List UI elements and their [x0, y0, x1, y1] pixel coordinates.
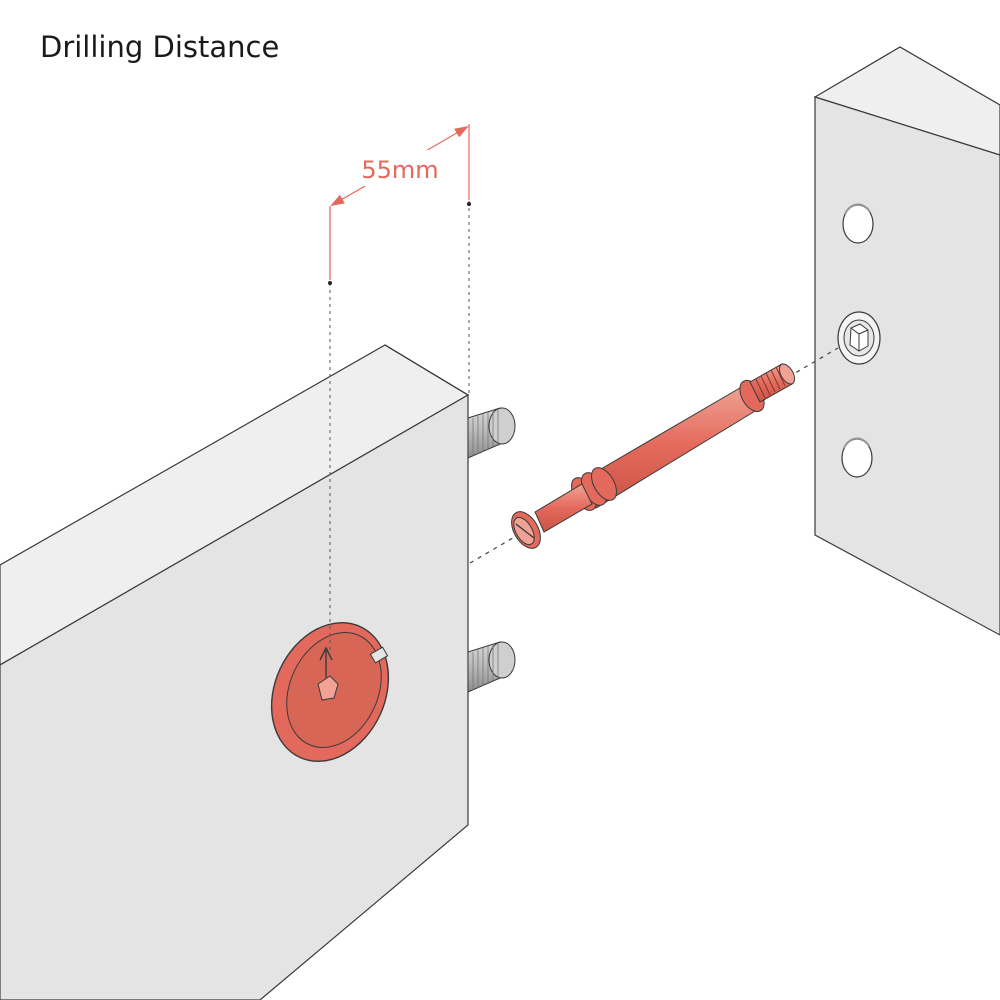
right-panel-hole-top [842, 203, 874, 244]
left-panel-end [384, 344, 469, 396]
connecting-bolt-icon [511, 363, 796, 549]
cam-lock-disc-icon [270, 622, 390, 762]
right-panel-hole-bottom [841, 437, 873, 478]
right-panel [813, 46, 1000, 636]
left-panel [0, 344, 470, 1000]
dimension-label: 55mm [361, 156, 438, 184]
wooden-dowel-icon [467, 407, 516, 459]
right-panel-face [814, 96, 1000, 636]
page-title: Drilling Distance [40, 30, 280, 64]
dimension-annotation: 55mm [328, 124, 471, 650]
left-panel-face [0, 393, 469, 1000]
hex-socket-icon [837, 311, 881, 365]
wooden-dowel-lower-icon [467, 641, 516, 693]
